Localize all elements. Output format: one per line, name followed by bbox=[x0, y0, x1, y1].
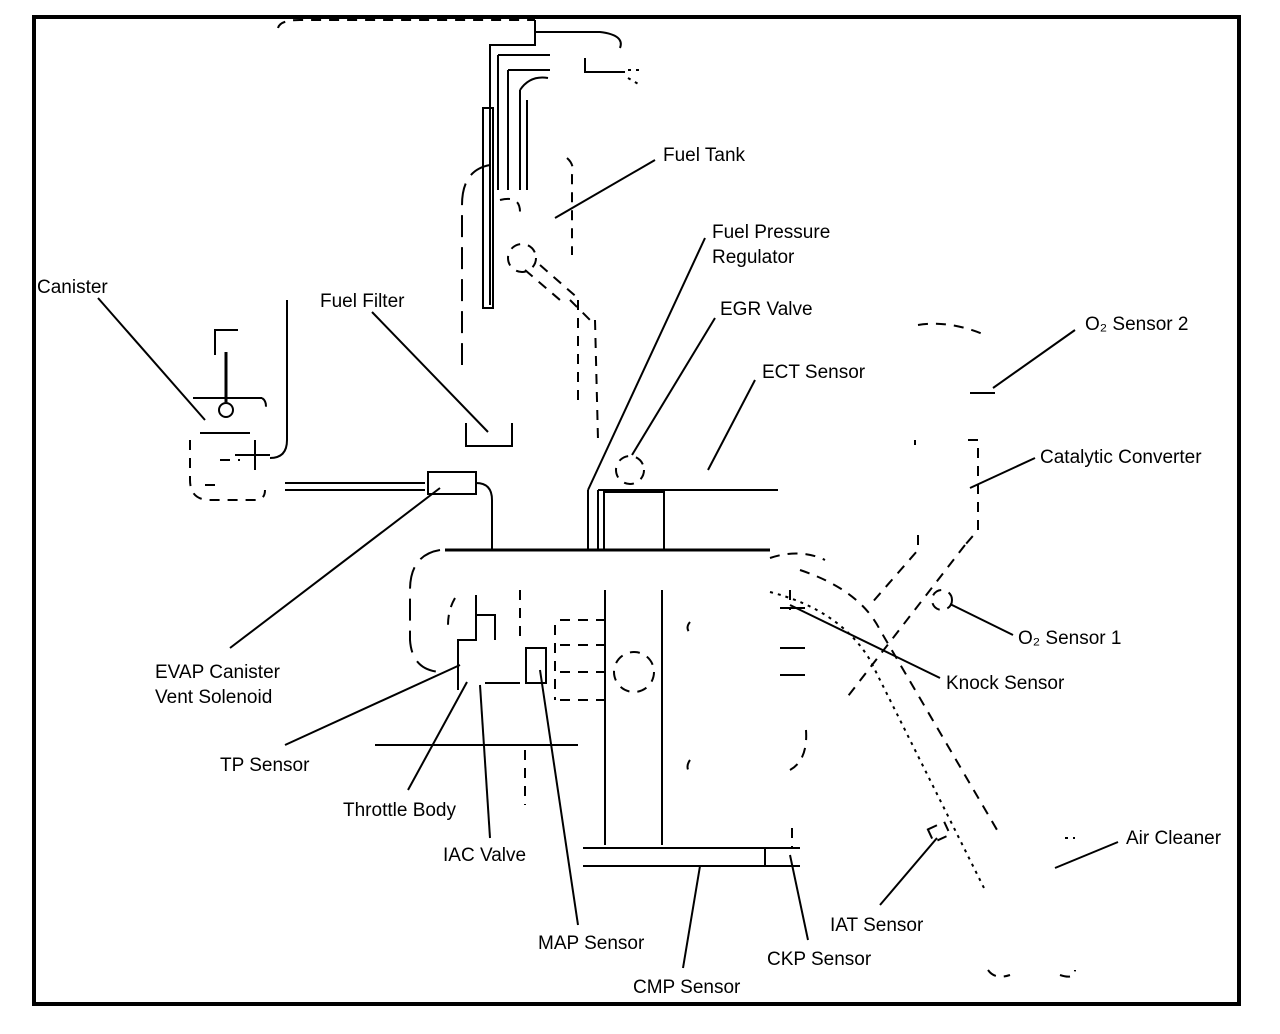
leader-ckp-sensor bbox=[789, 854, 809, 941]
leader-ect-sensor bbox=[707, 379, 756, 471]
label-fuel-pressure-regulator-line2: Regulator bbox=[712, 247, 795, 268]
label-egr-valve: EGR Valve bbox=[720, 299, 813, 320]
label-throttle-body: Throttle Body bbox=[343, 800, 456, 821]
leader-egr-valve bbox=[631, 317, 716, 456]
leader-tp-sensor bbox=[284, 664, 461, 746]
label-evap-line1: EVAP Canister bbox=[155, 662, 281, 683]
leader-fuel-tank bbox=[554, 159, 656, 219]
leader-map-sensor bbox=[539, 669, 579, 926]
label-fuel-filter: Fuel Filter bbox=[320, 291, 405, 312]
leader-evap bbox=[229, 487, 441, 649]
diagram-frame bbox=[32, 15, 1241, 1006]
leader-lines bbox=[97, 159, 1119, 969]
leader-air-cleaner bbox=[1054, 841, 1119, 869]
leader-o2-sensor-2 bbox=[992, 329, 1076, 389]
fuel-tank-drawing bbox=[277, 19, 641, 441]
leader-fuel-pressure-regulator bbox=[587, 237, 706, 491]
component-labels: Fuel Tank Fuel Pressure Regulator EGR Va… bbox=[37, 145, 1222, 998]
leader-iac-valve bbox=[479, 684, 491, 839]
exhaust-drawing bbox=[769, 322, 1076, 978]
label-fuel-pressure-regulator-line1: Fuel Pressure bbox=[712, 222, 830, 243]
label-ect-sensor: ECT Sensor bbox=[762, 362, 866, 383]
leader-canister bbox=[97, 297, 206, 421]
leader-fuel-filter bbox=[371, 311, 489, 433]
engine-block-drawing bbox=[375, 455, 826, 867]
label-air-cleaner: Air Cleaner bbox=[1126, 828, 1222, 849]
evap-hoses bbox=[285, 471, 493, 550]
leader-knock-sensor bbox=[789, 604, 941, 679]
canister-drawing bbox=[189, 300, 288, 501]
label-cmp-sensor: CMP Sensor bbox=[633, 977, 741, 998]
leader-cmp-sensor bbox=[682, 865, 701, 969]
label-canister: Canister bbox=[37, 277, 108, 298]
leader-iat-sensor bbox=[879, 837, 938, 906]
leader-throttle-body bbox=[407, 681, 468, 791]
label-o2-sensor-2: O₂ Sensor 2 bbox=[1085, 314, 1188, 335]
label-evap-line2: Vent Solenoid bbox=[155, 687, 272, 708]
label-fuel-tank: Fuel Tank bbox=[663, 145, 746, 166]
label-catalytic-converter: Catalytic Converter bbox=[1040, 447, 1202, 468]
label-ckp-sensor: CKP Sensor bbox=[767, 949, 872, 970]
label-iac-valve: IAC Valve bbox=[443, 845, 526, 866]
leader-catalytic-converter bbox=[969, 457, 1036, 489]
label-iat-sensor: IAT Sensor bbox=[830, 915, 924, 936]
leader-o2-sensor-1 bbox=[949, 603, 1014, 636]
label-tp-sensor: TP Sensor bbox=[220, 755, 310, 776]
label-map-sensor: MAP Sensor bbox=[538, 933, 645, 954]
label-knock-sensor: Knock Sensor bbox=[946, 673, 1065, 694]
fuel-filter-shape bbox=[465, 423, 513, 447]
label-o2-sensor-1: O₂ Sensor 1 bbox=[1018, 628, 1121, 649]
